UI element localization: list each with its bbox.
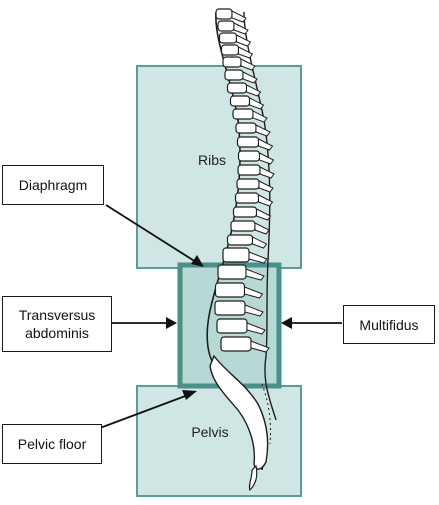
spinous-process: [254, 222, 270, 235]
spinous-process: [258, 194, 274, 207]
spinous-process: [246, 322, 266, 335]
ribs-zone: [136, 65, 302, 269]
spinous-process: [233, 22, 249, 35]
vertebra: [214, 300, 246, 316]
spinous-processes: [231, 10, 275, 353]
vertebra: [224, 69, 244, 81]
vertebra: [214, 282, 246, 298]
spinous-process: [258, 180, 274, 193]
spinous-process: [231, 10, 247, 23]
spinous-process: [244, 286, 264, 299]
sacrum: [209, 354, 269, 470]
vertebra: [232, 206, 258, 218]
spinous-process: [240, 58, 256, 71]
vertebra: [220, 44, 240, 56]
spinous-process: [245, 268, 265, 281]
vertebra: [216, 318, 248, 334]
diaphragm-arrow: [105, 204, 197, 263]
sacral-dotted-line: [261, 383, 271, 445]
vertebrae-group: [214, 8, 261, 352]
pelvic-floor-arrow: [99, 394, 189, 429]
vertebra: [217, 264, 247, 280]
spine-illustration: [206, 8, 277, 492]
vertebra: [229, 95, 251, 107]
pelvis-zone: [136, 385, 302, 497]
spinous-process: [250, 340, 270, 353]
pelvic-floor-arrowhead: [182, 390, 197, 400]
diaphragm-arrowhead: [191, 255, 204, 267]
ribs-label: Ribs: [197, 152, 226, 168]
spinous-process: [256, 208, 272, 221]
vertebra: [226, 82, 248, 94]
callout-arrows: [99, 204, 342, 429]
vertebra: [230, 220, 256, 232]
spinous-process: [248, 251, 268, 264]
spinous-process: [236, 34, 252, 47]
transversus-abdominis-callout: Transversus abdominis: [2, 296, 112, 352]
vertebra: [234, 192, 260, 204]
vertebra: [222, 56, 242, 68]
spinous-process: [238, 46, 254, 59]
vertebra: [235, 122, 257, 134]
vertebra: [218, 32, 238, 44]
vertebra: [232, 108, 254, 120]
vertebra: [222, 247, 250, 263]
pelvis-label: Pelvis: [191, 424, 229, 440]
spinous-process: [252, 236, 268, 249]
multifidus-callout: Multifidus: [343, 305, 435, 344]
spinous-process: [252, 110, 268, 123]
vertebra: [236, 178, 260, 190]
spinous-process: [259, 166, 275, 179]
spinous-process: [255, 124, 271, 137]
coccyx: [248, 464, 258, 492]
diaphragm-callout: Diaphragm: [2, 165, 104, 205]
spinous-process: [246, 84, 262, 97]
spinous-process: [244, 304, 264, 317]
pelvic-floor-callout: Pelvic floor: [2, 424, 102, 464]
vertebra: [226, 234, 254, 246]
vertebra: [215, 8, 233, 20]
spinous-process: [242, 71, 258, 84]
vertebra: [236, 136, 260, 148]
multifidus-arrowhead: [281, 317, 292, 329]
spinous-process: [258, 138, 274, 151]
spinous-process: [249, 97, 265, 110]
vertebra: [220, 336, 252, 352]
transversus-arrowhead: [166, 317, 177, 329]
spinous-process: [259, 152, 275, 165]
vertebra: [217, 20, 235, 32]
